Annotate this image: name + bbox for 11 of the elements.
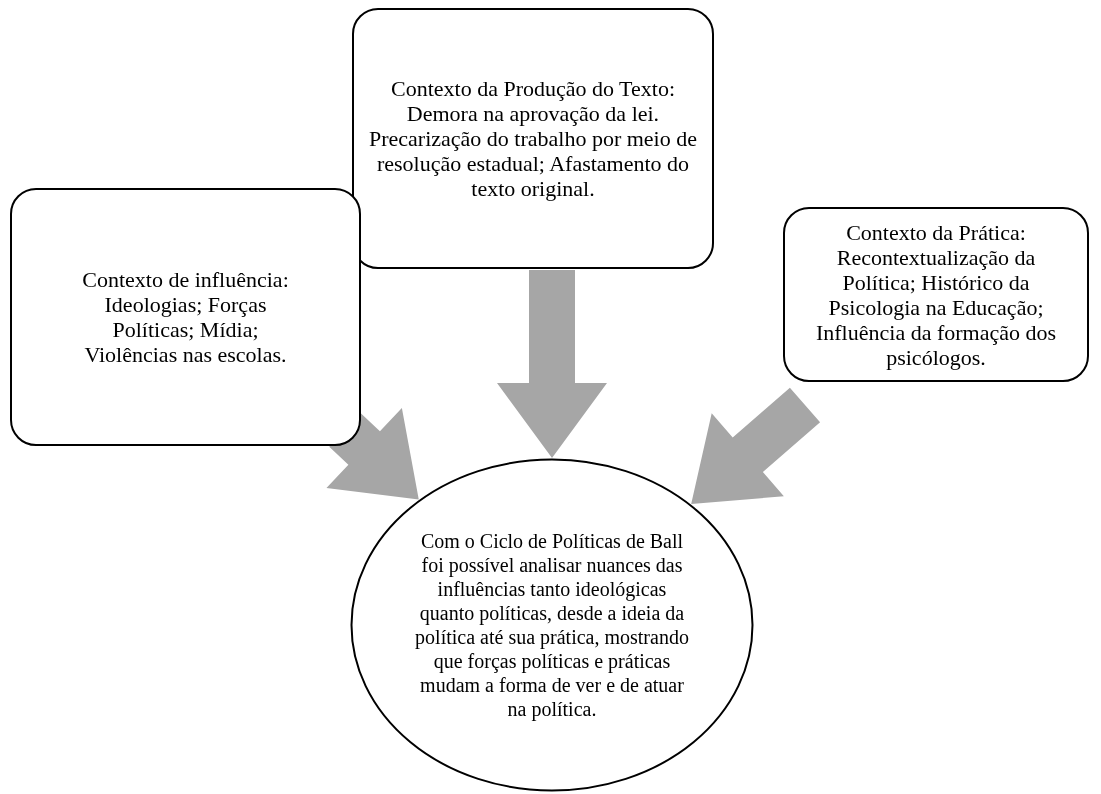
- node-text: Contexto de influência: Ideologias; Forças Políticas; Mídia; Violências nas escolas.: [81, 267, 290, 367]
- node-text: Com o Ciclo de Políticas de Ball foi possível analisar nuances das influências tanto ideológicas quanto políticas, desde a ideia da política até sua prática, mostrando que forças políticas e práticas mudam a forma de ver e de atuar na política.: [414, 529, 690, 721]
- block-arrow: [326, 408, 419, 500]
- node-text: Contexto da Produção do Texto: Demora na aprovação da lei. Precarização do trabalho por meio de resolução estadual; Afastamento do texto original.: [368, 76, 698, 201]
- rounded-box: [352, 8, 714, 269]
- rounded-box: [783, 207, 1089, 382]
- rounded-box: [10, 188, 361, 446]
- ellipse-node: [350, 458, 754, 792]
- block-arrow: [497, 270, 607, 458]
- block-arrow: [691, 387, 821, 504]
- node-text: Contexto da Prática: Recontextualização da Política; Histórico da Psicologia na Educação; Influência da formação dos psicólogos.: [814, 219, 1058, 370]
